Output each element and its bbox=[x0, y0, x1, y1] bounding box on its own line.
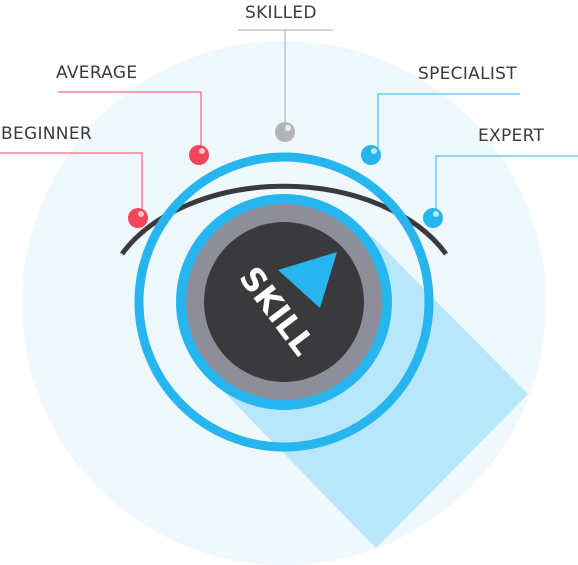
specialist-leader-line bbox=[377, 93, 520, 150]
leader-lines bbox=[0, 29, 578, 212]
level-label-average: AVERAGE bbox=[56, 63, 138, 83]
specialist-marker bbox=[361, 145, 381, 165]
expert-leader-line bbox=[435, 155, 578, 212]
beginner-leader-line bbox=[0, 152, 143, 212]
scale-arc bbox=[119, 183, 449, 256]
skill-knob[interactable]: SKILL bbox=[176, 194, 392, 410]
average-leader-line bbox=[58, 91, 202, 150]
average-marker bbox=[189, 145, 209, 165]
level-label-skilled: SKILLED bbox=[245, 3, 317, 23]
level-label-expert: EXPERT bbox=[478, 126, 545, 146]
level-label-specialist: SPECIALIST bbox=[418, 64, 517, 84]
triangle-pointer-icon bbox=[278, 252, 337, 308]
outer-ring bbox=[134, 152, 434, 452]
beginner-marker bbox=[128, 208, 148, 228]
expert-marker bbox=[423, 208, 443, 228]
level-markers bbox=[128, 122, 443, 228]
level-label-beginner: BEGINNER bbox=[1, 124, 92, 144]
skilled-marker bbox=[275, 122, 295, 142]
